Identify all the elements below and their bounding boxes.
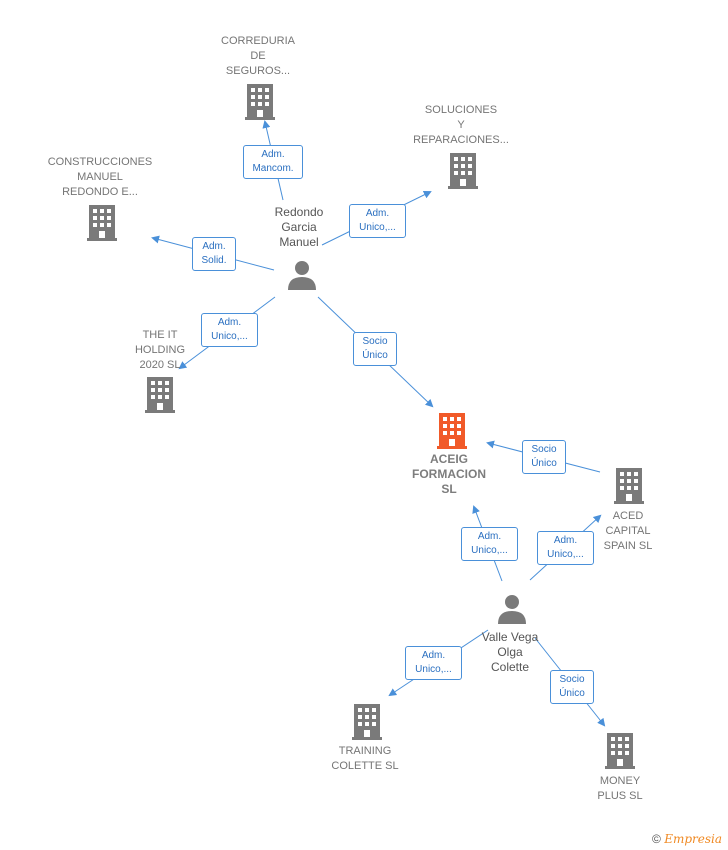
building-icon	[605, 733, 635, 769]
relation-badge: Adm. Unico,...	[537, 531, 594, 565]
relation-badge: Socio Único	[522, 440, 566, 474]
building-icon	[614, 468, 644, 504]
building-icon	[448, 153, 478, 189]
building-icon	[87, 205, 117, 241]
relation-badge: Adm. Unico,...	[405, 646, 462, 680]
company-label-soluciones[interactable]: SOLUCIONES Y REPARACIONES...	[413, 104, 509, 146]
relation-badge: Socio Único	[353, 332, 397, 366]
building-icon-focus	[437, 413, 467, 449]
person-icon	[498, 595, 526, 624]
relation-badge: Adm. Unico,...	[201, 313, 258, 347]
relation-badge: Adm. Solid.	[192, 237, 236, 271]
person-label-valle[interactable]: Valle Vega Olga Colette	[481, 630, 539, 674]
building-icon	[145, 377, 175, 413]
relation-badge: Adm. Unico,...	[349, 204, 406, 238]
footer-credit[interactable]: © Empresia	[652, 832, 722, 846]
company-label-aceig[interactable]: ACEIG FORMACION SL	[412, 452, 486, 496]
company-label-aced[interactable]: ACED CAPITAL SPAIN SL	[603, 510, 653, 552]
relation-badge: Adm. Mancom.	[243, 145, 303, 179]
company-label-correduria[interactable]: CORREDURIA DE SEGUROS...	[221, 35, 295, 77]
building-icon	[352, 704, 382, 740]
building-icon	[245, 84, 275, 120]
person-icon	[288, 261, 316, 290]
person-label-redondo[interactable]: Redondo Garcia Manuel	[274, 205, 324, 249]
brand-logo: Empresia	[664, 832, 722, 846]
relation-badge: Adm. Unico,...	[461, 527, 518, 561]
company-label-construcciones[interactable]: CONSTRUCCIONES MANUEL REDONDO E...	[47, 156, 153, 198]
company-label-theit[interactable]: THE IT HOLDING 2020 SL	[134, 329, 186, 371]
company-label-training[interactable]: TRAINING COLETTE SL	[331, 745, 399, 772]
relation-badge: Socio Único	[550, 670, 594, 704]
company-label-money[interactable]: MONEY PLUS SL	[597, 775, 643, 802]
copyright-icon: ©	[652, 832, 661, 846]
